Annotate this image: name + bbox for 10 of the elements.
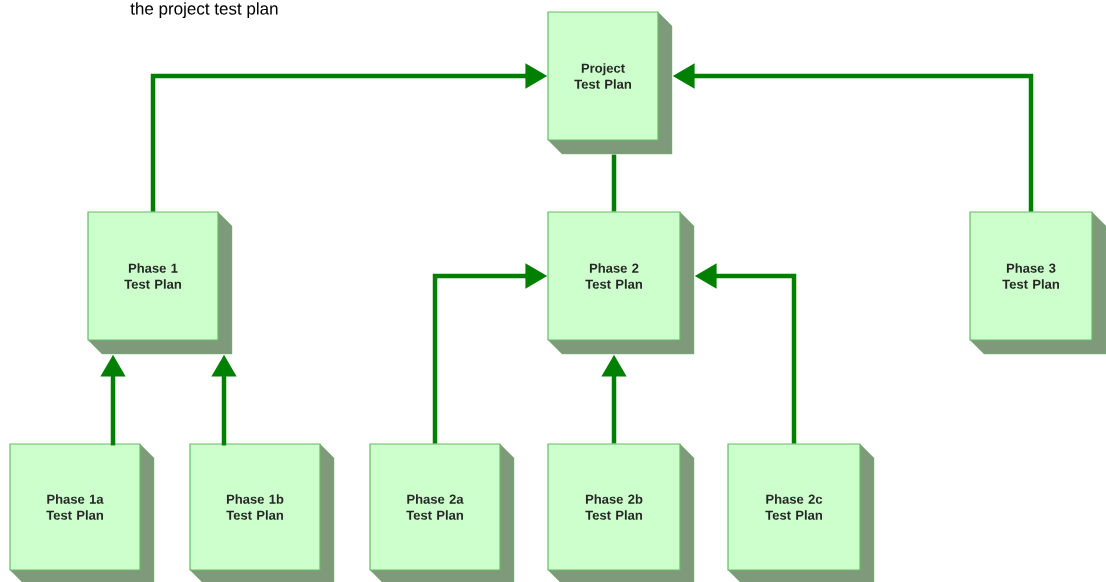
- plan-block: Phase 2c Test Plan: [727, 443, 875, 582]
- plan-block: Project Test Plan: [547, 11, 673, 155]
- plan-block: Phase 1 Test Plan: [87, 211, 233, 355]
- plan-block: Phase 1b Test Plan: [189, 443, 335, 582]
- plan-block: Phase 2a Test Plan: [369, 443, 515, 582]
- plan-block: Phase 2 Test Plan: [547, 211, 695, 355]
- plan-block: Phase 3 Test Plan: [969, 211, 1106, 355]
- note-text: the project test plan: [130, 2, 278, 19]
- plan-block: Phase 2b Test Plan: [547, 443, 695, 582]
- plan-block: Phase 1a Test Plan: [9, 443, 155, 582]
